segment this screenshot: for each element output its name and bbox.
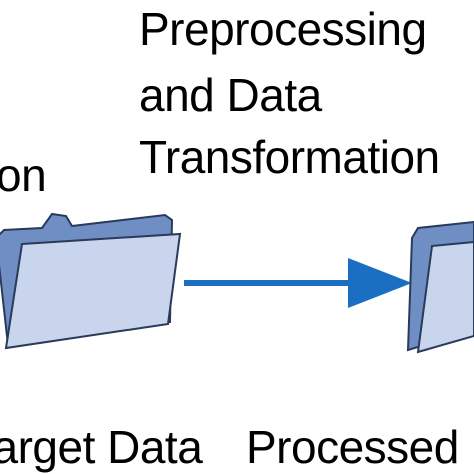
arrow-head xyxy=(348,258,412,308)
folder-front-panel xyxy=(416,240,474,354)
folder-front-panel xyxy=(4,232,182,350)
folder-icon xyxy=(0,212,182,350)
target-data-label: Target Data xyxy=(0,421,203,473)
processed-data-label: Processed Data xyxy=(246,421,474,473)
step-title-line: Transformation xyxy=(139,131,440,183)
step-title-line: and Data xyxy=(139,69,322,121)
step-title-line: Preprocessing xyxy=(139,3,427,55)
arrow-right-icon xyxy=(184,258,412,308)
previous-step-label-fragment: on xyxy=(0,149,47,201)
folder-icon xyxy=(406,220,474,354)
